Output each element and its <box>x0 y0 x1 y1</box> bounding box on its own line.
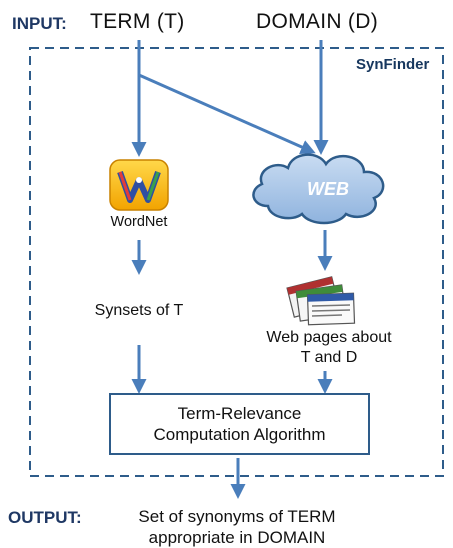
synsets-label: Synsets of T <box>94 302 184 319</box>
input-label: INPUT: <box>12 14 67 33</box>
webpages-label-line1: Web pages about <box>266 329 392 346</box>
input-domain: DOMAIN (D) <box>256 10 378 33</box>
wordnet-label: WordNet <box>110 214 168 230</box>
algorithm-box: Term-Relevance Computation Algorithm <box>109 393 370 455</box>
output-label: OUTPUT: <box>8 508 82 527</box>
web-label: WEB <box>307 179 349 199</box>
input-term: TERM (T) <box>90 10 185 33</box>
output-line2: appropriate in DOMAIN <box>148 528 326 547</box>
synfinder-label: SynFinder <box>356 56 430 73</box>
wordnet-icon <box>109 159 169 211</box>
webpages-label-line2: T and D <box>300 349 358 366</box>
webpages-icon <box>286 276 356 326</box>
arrow-term-to-web <box>138 73 316 155</box>
web-cloud-icon <box>252 153 385 225</box>
algorithm-line1: Term-Relevance <box>177 404 302 423</box>
output-text: Set of synonyms of TERM appropriate in D… <box>112 506 362 548</box>
output-line1: Set of synonyms of TERM <box>138 507 336 526</box>
algorithm-line2: Computation Algorithm <box>153 425 326 444</box>
webpages-label: Web pages about T and D <box>244 328 414 368</box>
